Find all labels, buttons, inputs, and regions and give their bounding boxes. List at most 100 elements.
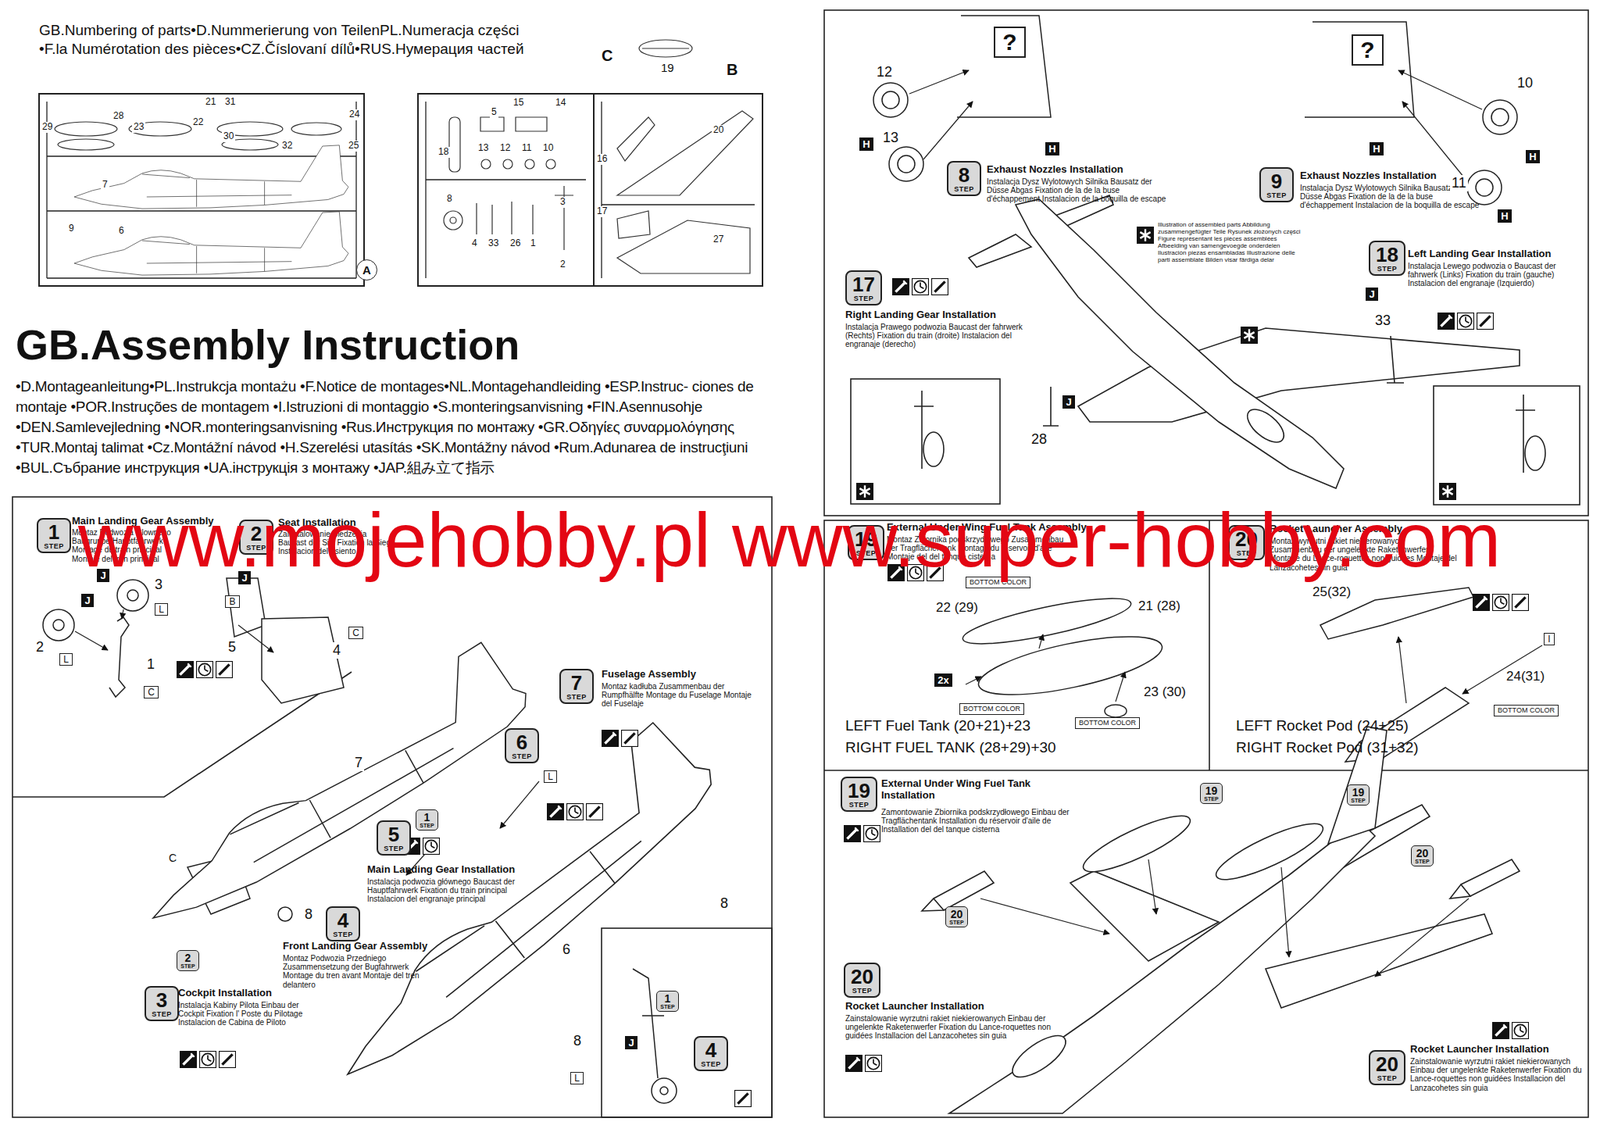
leader-arrows xyxy=(923,101,973,160)
paint-icons xyxy=(1477,313,1494,330)
step-badge: 20STEP xyxy=(1368,1050,1406,1086)
step-word: STEP xyxy=(43,542,65,550)
part-number: 22 xyxy=(191,117,205,129)
tank-and-pod-parts xyxy=(1104,704,1127,718)
tag-text: ? xyxy=(1002,30,1018,54)
step-number: 4 xyxy=(700,1039,722,1061)
paint-icons xyxy=(567,803,584,821)
paint-icons xyxy=(196,661,214,679)
gear-and-seat-parts xyxy=(117,579,149,611)
tag-text: BOTTOM COLOR xyxy=(969,578,1027,586)
sprue-parts xyxy=(480,117,547,132)
step-heading-text: Instalacja Dysz Wylotowych Silnika Bausa… xyxy=(986,177,1167,204)
tank-and-pod-parts xyxy=(960,587,1474,762)
part-number: 13 xyxy=(476,142,490,154)
step-number: 20 xyxy=(949,908,965,920)
sprue-parts xyxy=(291,122,342,136)
sprue-parts xyxy=(617,110,754,196)
step-heading-text: Illustration of assembled parts Abbildun… xyxy=(1157,221,1307,265)
step-number: 20 xyxy=(1414,847,1430,859)
part-number: 10 xyxy=(541,142,555,154)
part-tag: H xyxy=(1525,150,1540,164)
step-reference: 2STEP xyxy=(176,950,200,972)
leader-arrows xyxy=(909,70,1483,182)
tag-text: C xyxy=(147,687,155,697)
leader-arrows xyxy=(965,676,982,685)
paint-icons xyxy=(586,803,604,821)
step-heading: Rocket Launcher Installation xyxy=(1410,1043,1550,1056)
paint-icons xyxy=(735,1090,752,1108)
part-number: 3 xyxy=(153,576,165,593)
sprue-parts xyxy=(450,217,457,224)
note-text: RIGHT FUEL TANK (28+29)+30 xyxy=(845,739,1057,757)
paint-icons xyxy=(865,1055,883,1072)
step-number: 1 xyxy=(660,992,675,1004)
tag-text: B xyxy=(228,596,236,607)
note-text: LEFT Fuel Tank (20+21)+23 xyxy=(845,717,1031,735)
step-heading: Cockpit Installation xyxy=(178,987,272,1000)
part-number: 14 xyxy=(553,97,568,109)
step-heading: Fuselage Assembly xyxy=(601,668,697,681)
part-number: C xyxy=(600,46,615,65)
aircraft-installation-view xyxy=(1077,806,1196,882)
step-reference: 19STEP xyxy=(1346,784,1370,806)
gear-and-seat-parts xyxy=(651,1078,677,1104)
part-number: 32 xyxy=(280,140,294,152)
part-number: 5 xyxy=(489,107,499,118)
step-badge: 18STEP xyxy=(1368,240,1406,276)
part-tag: J xyxy=(1365,287,1379,301)
part-number: 8 xyxy=(445,193,454,205)
tag-text: L xyxy=(574,1073,580,1083)
part-tag: H xyxy=(1369,142,1384,156)
paint-icons xyxy=(1457,313,1475,330)
part-number: 29 xyxy=(40,121,54,133)
leader-arrows xyxy=(1398,70,1483,110)
nozzle-parts xyxy=(882,91,900,109)
step-number: 8 xyxy=(953,164,975,186)
part-number: B xyxy=(725,60,740,79)
color-query-box: ? xyxy=(993,26,1026,58)
sprue-parts xyxy=(503,159,513,169)
step-number: 20 xyxy=(850,966,874,987)
step-word: STEP xyxy=(1375,1075,1399,1083)
sprue-frame xyxy=(46,101,755,279)
step-heading: External Under Wing Fuel Tank Installati… xyxy=(881,778,1038,801)
part-number: 25 xyxy=(346,140,361,152)
gear-and-seat-parts xyxy=(53,619,65,631)
sprue-parts xyxy=(57,139,115,150)
paint-icons xyxy=(621,730,639,747)
step-number: 6 xyxy=(511,732,533,753)
step-word: STEP xyxy=(847,801,871,809)
part-number: 30 xyxy=(221,131,236,143)
step-badge: 4STEP xyxy=(325,906,361,942)
part-number: 28 xyxy=(1029,431,1049,448)
step-number: 17 xyxy=(852,274,875,295)
step-heading: Exhaust Nozzles Installation xyxy=(1300,170,1437,183)
nozzle-parts xyxy=(873,15,1518,205)
step-reference: 20STEP xyxy=(1410,845,1434,867)
step-badge: 7STEP xyxy=(559,668,594,704)
aircraft-top-view xyxy=(914,195,1546,489)
part-tag: H xyxy=(1497,209,1512,223)
part-number: 8 xyxy=(718,895,730,912)
paint-icons xyxy=(1512,1022,1529,1040)
part-number: 12 xyxy=(875,64,894,81)
step-number: 7 xyxy=(566,672,587,693)
leader-arrows xyxy=(1375,898,1469,977)
aircraft-installation-view xyxy=(1265,914,1493,1008)
part-number: 13 xyxy=(881,129,900,147)
step-heading: Front Landing Gear Assembly xyxy=(282,940,428,953)
part-tag: J xyxy=(625,1035,638,1050)
tag-text: L xyxy=(547,771,554,782)
leader-arrows xyxy=(1402,101,1468,182)
language-list: •D.Montageanleitung•PL.Instrukcja montaż… xyxy=(15,376,766,479)
part-number: 8 xyxy=(571,1032,583,1050)
step-word: STEP xyxy=(850,987,874,995)
sprue-parts xyxy=(546,159,556,169)
step-badge: 6STEP xyxy=(504,728,540,764)
part-number: 23 xyxy=(132,121,146,133)
watermark: www.mojehobby.pl www.super-hobby.com xyxy=(78,501,1501,579)
tag-text: J xyxy=(1065,396,1072,408)
leader-arrows xyxy=(1115,671,1125,702)
